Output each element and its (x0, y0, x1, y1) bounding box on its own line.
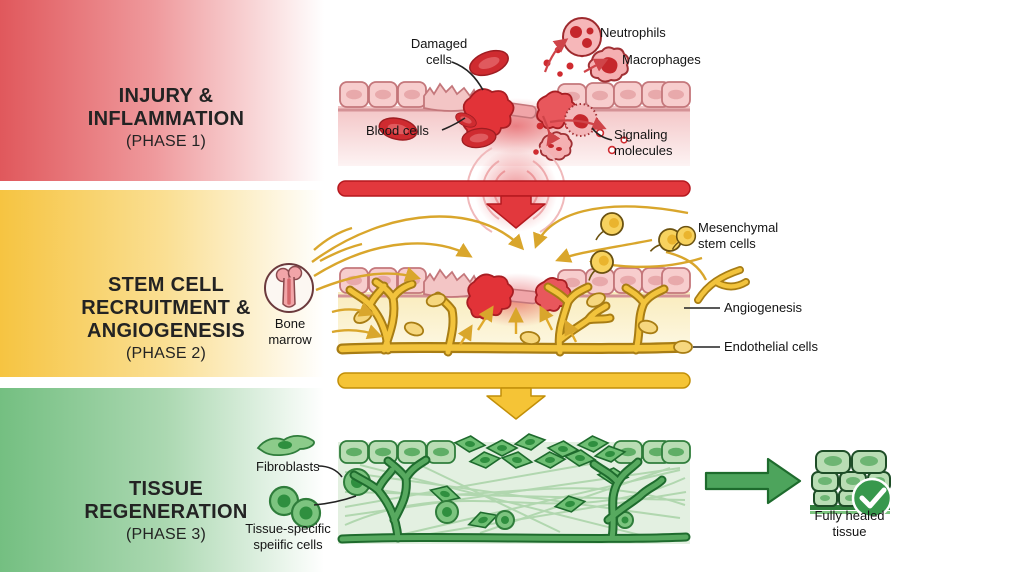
phase2-title-text: STEM CELL RECRUITMENT & ANGIOGENESIS (81, 274, 251, 342)
endothelial-cells-icon (353, 292, 693, 354)
macrophages-label: Macrophages (622, 52, 701, 67)
phase3-illustration (256, 431, 893, 544)
wound-clot-icon (461, 88, 577, 141)
bone-marrow-icon (264, 263, 314, 313)
wound-up-arrows (457, 305, 579, 346)
phase1-band (0, 0, 345, 181)
phase2-leader-lines (684, 307, 720, 348)
phase2-illustration (264, 205, 750, 357)
phase1-to-phase2-arrow (337, 147, 691, 233)
angiogenesis-branch-icon (694, 266, 750, 304)
tissue-specific-cells-icon (268, 485, 322, 529)
healed-arrow (704, 457, 802, 505)
macrophage2-icon (538, 131, 573, 161)
phase1-arrows (541, 38, 609, 147)
neutrophil-icon (562, 17, 602, 57)
phase3-title-text: TISSUE REGENERATION (84, 478, 248, 523)
damaged-cells-label: Damaged cells (410, 36, 468, 67)
fibroblasts-label: Fibroblasts (256, 459, 320, 474)
phase2-to-phase3-arrow (337, 372, 691, 420)
phase1-subtitle: (PHASE 1) (125, 133, 207, 150)
phase3-leader-lines (313, 465, 357, 506)
phase3-band (0, 388, 345, 572)
bone-marrow-label: Bone marrow (268, 316, 312, 347)
endothelial-cells-label: Endothelial cells (724, 339, 818, 354)
mesenchymal-stem-cells-label: Mesenchymal stem cells (698, 220, 779, 251)
phase2-subtitle: (PHASE 2) (125, 345, 207, 362)
check-icon (851, 477, 893, 519)
phase1-leader-lines (441, 61, 613, 141)
phase3-subtitle: (PHASE 3) (125, 526, 207, 543)
phase3-title: TISSUE REGENERATION (PHASE 3) (16, 455, 316, 567)
phase1-title-text: INJURY & INFLAMMATION (87, 85, 245, 130)
phase3-vasculature-icon (337, 455, 691, 544)
fully-healed-tissue-label: Fully healed tissue (814, 508, 885, 539)
tissue-specific-cells-label: Tissue-specific speiific cells (245, 521, 331, 552)
phase1-title: INJURY & INFLAMMATION (PHASE 1) (16, 62, 316, 174)
phase2-title: STEM CELL RECRUITMENT & ANGIOGENESIS (PH… (16, 251, 316, 386)
angiogenesis-label: Angiogenesis (724, 300, 803, 315)
signaling-molecules-label: Signaling molecules (614, 127, 673, 158)
blood-cells-label: Blood cells (366, 123, 429, 138)
fibroblast-icon (256, 434, 315, 456)
neutrophils-label: Neutrophils (600, 25, 666, 40)
